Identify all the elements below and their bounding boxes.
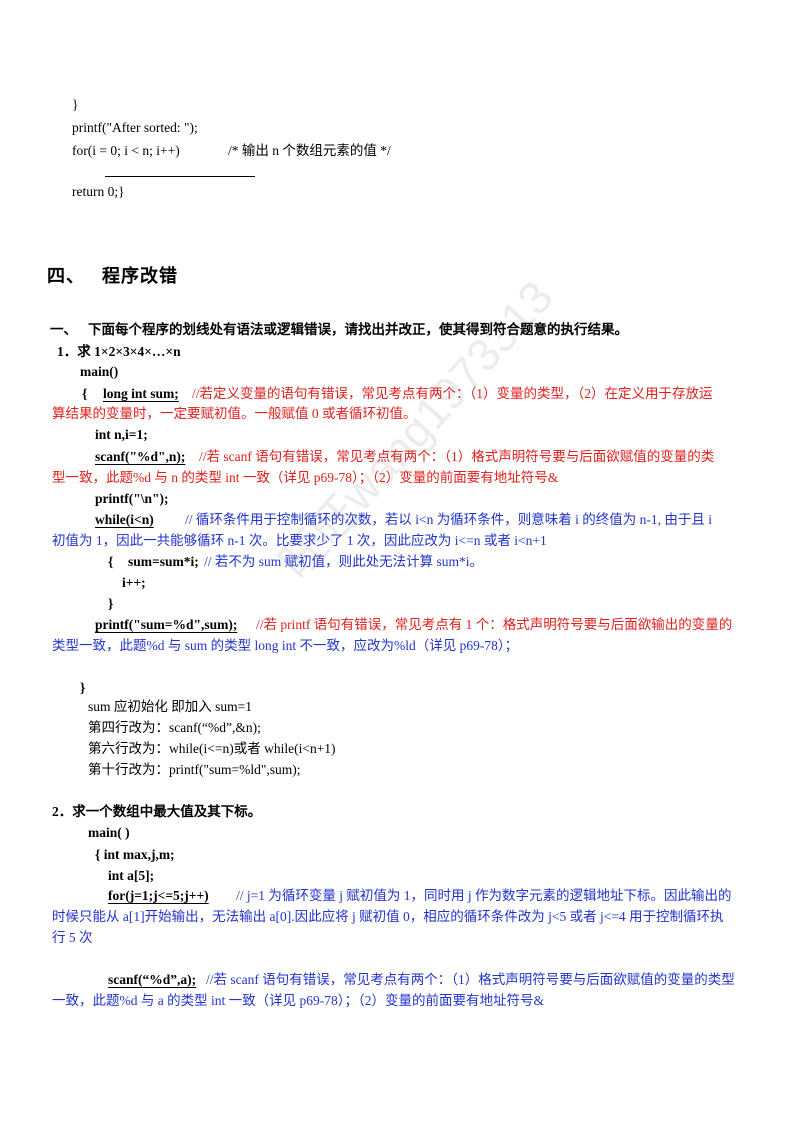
code-for: for(i = 0; i < n; i++) [72,143,180,158]
code-printf: printf("After sorted: "); [72,120,198,135]
p1-while-comment-cont: 初值为 1，因此一共能够循环 n-1 次。比要求少了 1 次，因此应改为 i<=… [52,533,547,548]
p1-brace-close: } [80,680,86,695]
p1-fix-2: 第四行改为：scanf(“%d”,&n); [88,720,261,735]
p1-decl-error: long int sum; [103,386,179,401]
p1-fix-3: 第六行改为：while(i<=n)或者 while(i<n+1) [88,741,336,756]
p1-inc: i++; [122,575,146,590]
p1-fix-4: 第十行改为：printf("sum=%ld",sum); [88,762,301,777]
p2-for-comment-end: 行 5 次 [52,930,93,945]
part-number: 一、 [50,322,77,337]
p1-decl-comment-cont: 算结果的变量时，一定要赋初值。一般赋值 0 或者循环初值。 [52,406,417,421]
p1-scanf-error: scanf("%d",n); [95,449,186,464]
p2-for-error: for(j=1;j<=5;j++) [108,888,209,903]
part-instruction: 下面每个程序的划线处有语法或逻辑错误，请找出并改正，使其得到符合题意的执行结果。 [88,322,628,337]
p1-sum-comment: // 若不为 sum 赋初值，则此处无法计算 sum*i。 [204,554,484,569]
section-number: 四、 [47,266,85,286]
p1-decl-comment: //若定义变量的语句有错误，常见考点有两个：（1）变量的类型，（2）在定义用于存… [192,386,713,401]
p2-arr: int a[5]; [108,868,155,883]
p2-scanf-error: scanf(“%d”,a); [108,972,197,987]
p1-sum-stmt: sum=sum*i; [128,554,199,569]
problem2-title: 2．求一个数组中最大值及其下标。 [52,804,262,819]
p1-while-comment: // 循环条件用于控制循环的次数，若以 i<n 为循环条件，则意味着 i 的终值… [185,512,712,527]
p1-printf-comment: //若 printf 语句有错误，常见考点有 1 个：格式声明符号要与后面欲输出… [256,617,733,632]
code-for-comment: /* 输出 n 个数组元素的值 */ [228,143,391,158]
blank-line [105,176,255,177]
p2-scanf-comment-cont: 一致，此题%d 与 a 的类型 int 一致（详见 p69-78）；（2）变量的… [52,993,544,1008]
code-brace: } [72,97,79,112]
p1-printf-error: printf("sum=%d",sum); [95,617,238,632]
p2-for-comment: // j=1 为循环变量 j 赋初值为 1，同时用 j 作为数字元素的逻辑地址下… [236,888,732,903]
p2-scanf-comment: //若 scanf 语句有错误，常见考点有两个：（1）格式声明符号要与后面欲赋值… [206,972,735,987]
p2-decl: { int max,j,m; [95,847,175,862]
p1-main: main() [80,364,119,379]
p1-printf-comment-cont: 类型一致，此题%d 与 sum 的类型 long int 不一致，应改为%ld（… [52,638,519,653]
p1-scanf-comment: //若 scanf 语句有错误，常见考点有两个：（1）格式声明符号要与后面欲赋值… [199,449,715,464]
p1-fix-1: sum 应初始化 即加入 sum=1 [88,699,252,714]
p1-printf-nl: printf("\n"); [95,491,169,506]
p2-main: main( ) [88,825,130,840]
p1-while-error: while(i<n) [95,512,154,527]
section-title: 程序改错 [102,266,178,286]
code-return: return 0;} [72,184,125,199]
problem1-title: 1．求 1×2×3×4×…×n [57,344,181,359]
p1-scanf-comment-cont: 型一致，此题%d 与 n 的类型 int 一致（详见 p69-78）；（2）变量… [52,470,559,485]
p2-for-comment-cont: 时候只能从 a[1]开始输出，无法输出 a[0].因此应将 j 赋初值 0，相应… [52,909,724,924]
p1-int-line: int n,i=1; [95,427,148,442]
p1-brace-open: { [82,386,88,401]
p1-body-close: } [108,596,114,611]
p1-body-open: { [108,554,114,569]
